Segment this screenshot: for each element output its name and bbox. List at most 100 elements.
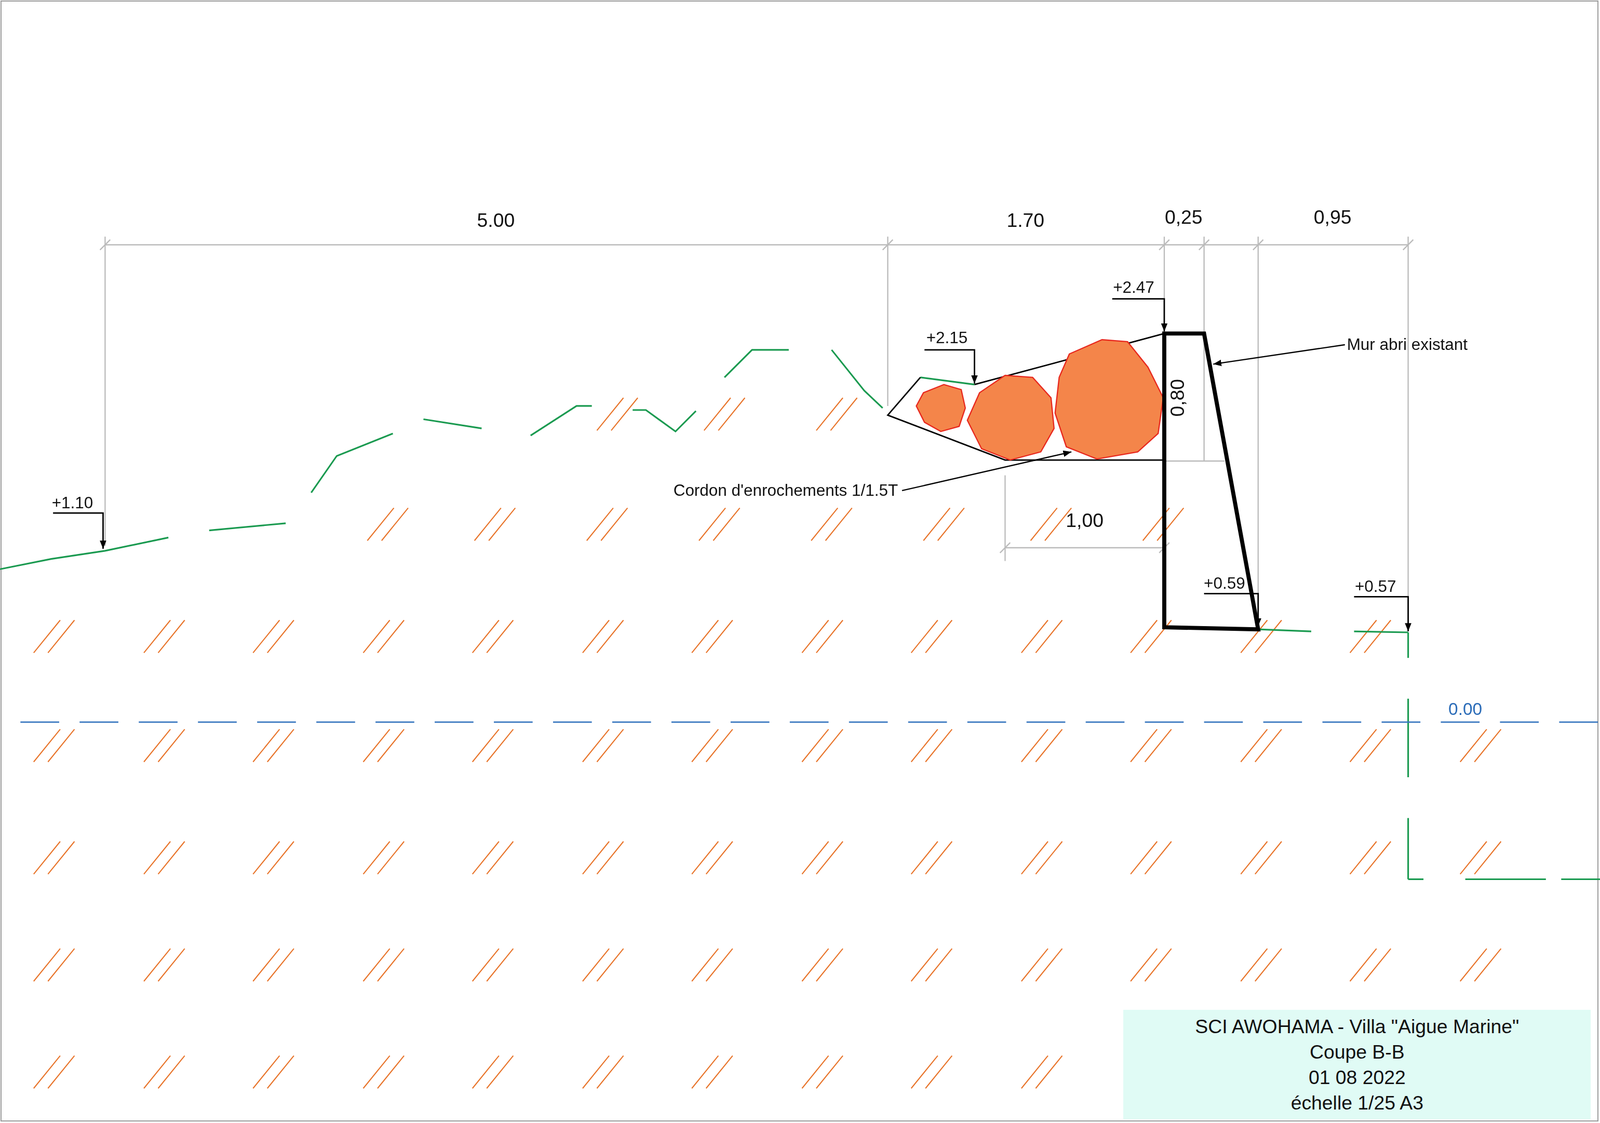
hatch-mark xyxy=(1030,507,1072,541)
dimension-text: 5.00 xyxy=(477,210,516,233)
hatch-mark xyxy=(1350,841,1392,875)
hatch-mark xyxy=(1130,948,1172,982)
hatch-mark xyxy=(801,948,843,982)
hatch-mark xyxy=(363,729,405,763)
hatch-mark xyxy=(1021,1055,1063,1089)
hatch-mark xyxy=(252,620,294,653)
ground-line xyxy=(0,350,1600,880)
hatch-mark xyxy=(691,1055,733,1089)
title-text: 01 08 2022 xyxy=(1308,1064,1406,1091)
hatch-mark xyxy=(252,948,294,982)
title-text: échelle 1/25 A3 xyxy=(1291,1090,1424,1116)
level-text: +0.59 xyxy=(1203,574,1246,593)
hatch-mark xyxy=(472,841,514,875)
hatch-mark xyxy=(1460,948,1502,982)
existing-wall xyxy=(1164,333,1259,630)
hatch-mark xyxy=(472,729,514,763)
callout-text: Mur abri existant xyxy=(1347,335,1468,355)
hatch-mark xyxy=(801,620,843,653)
hatch-mark xyxy=(363,1055,405,1089)
hatch-mark xyxy=(1350,948,1392,982)
hatch-mark xyxy=(252,729,294,763)
hatch-mark xyxy=(1240,620,1282,653)
level-text: +0.57 xyxy=(1354,577,1397,596)
datum-line xyxy=(20,721,1600,724)
hatch-mark xyxy=(811,507,853,541)
hatch-mark xyxy=(252,1055,294,1089)
hatch-mark xyxy=(143,1055,185,1089)
hatch-mark xyxy=(911,620,953,653)
hatch-mark xyxy=(33,841,75,875)
hatch-mark xyxy=(363,841,405,875)
dimension-text: 0,25 xyxy=(1164,207,1203,230)
hatch-mark xyxy=(911,1055,953,1089)
hatch-mark xyxy=(1460,729,1502,763)
hatch-mark xyxy=(472,1055,514,1089)
hatch-mark xyxy=(143,841,185,875)
hatch-mark xyxy=(582,841,624,875)
hatch-mark xyxy=(1350,729,1392,763)
datum-text: 0.00 xyxy=(1445,700,1486,720)
hatch-mark xyxy=(1240,841,1282,875)
hatch-mark xyxy=(1021,620,1063,653)
hatch-mark xyxy=(1021,841,1063,875)
level-text: +2.47 xyxy=(1112,278,1155,298)
hatch-mark xyxy=(363,948,405,982)
hatch-mark xyxy=(252,841,294,875)
level-text: +2.15 xyxy=(926,328,968,347)
hatch-mark xyxy=(698,507,741,541)
hatch-mark xyxy=(911,841,953,875)
hatch-mark xyxy=(1240,948,1282,982)
rocks xyxy=(916,339,1164,461)
hatch-mark xyxy=(691,729,733,763)
hatch-mark xyxy=(911,729,953,763)
hatch-mark xyxy=(801,1055,843,1089)
callout-text: Cordon d'enrochements 1/1.5T xyxy=(673,481,898,501)
hatch-mark xyxy=(1240,729,1282,763)
level-markers xyxy=(52,299,1408,632)
hatch-mark xyxy=(582,620,624,653)
hatch-mark xyxy=(691,620,733,653)
title-block: SCI AWOHAMA - Villa "Aigue Marine"Coupe … xyxy=(1123,1010,1591,1120)
hatch-mark xyxy=(1460,841,1502,875)
hatch-mark xyxy=(1021,948,1063,982)
hatch-mark xyxy=(363,620,405,653)
hatch-mark xyxy=(474,507,516,541)
hatch-mark xyxy=(582,729,624,763)
hatch-mark xyxy=(143,620,185,653)
hatch-mark xyxy=(1350,620,1392,653)
leader-lines xyxy=(902,344,1346,491)
dimension-text: 1,00 xyxy=(1065,510,1104,532)
hatch-mark xyxy=(801,841,843,875)
hatch-mark xyxy=(596,397,638,431)
hatch-mark xyxy=(1130,841,1172,875)
dimension-text: 0,80 xyxy=(1167,379,1190,418)
hatch-mark xyxy=(704,397,746,431)
hatch-mark xyxy=(1130,729,1172,763)
hatch-mark xyxy=(33,948,75,982)
hatch-mark xyxy=(33,620,75,653)
dimension-text: 1.70 xyxy=(1006,210,1045,233)
hatch-mark xyxy=(1021,729,1063,763)
hatch-mark xyxy=(923,507,965,541)
hatch-mark xyxy=(691,841,733,875)
dimension-text: 0,95 xyxy=(1313,207,1352,230)
level-text: +1.10 xyxy=(51,493,94,513)
hatch-mark xyxy=(143,948,185,982)
hatch-mark xyxy=(816,397,858,431)
soil-hatching xyxy=(33,397,1502,1089)
hatch-mark xyxy=(33,729,75,763)
hatch-mark xyxy=(691,948,733,982)
hatch-mark xyxy=(472,620,514,653)
hatch-mark xyxy=(586,507,628,541)
title-text: Coupe B-B xyxy=(1309,1039,1405,1065)
hatch-mark xyxy=(911,948,953,982)
hatch-mark xyxy=(367,507,409,541)
hatch-mark xyxy=(582,1055,624,1089)
hatch-mark xyxy=(143,729,185,763)
title-text: SCI AWOHAMA - Villa "Aigue Marine" xyxy=(1194,1013,1519,1040)
hatch-mark xyxy=(472,948,514,982)
